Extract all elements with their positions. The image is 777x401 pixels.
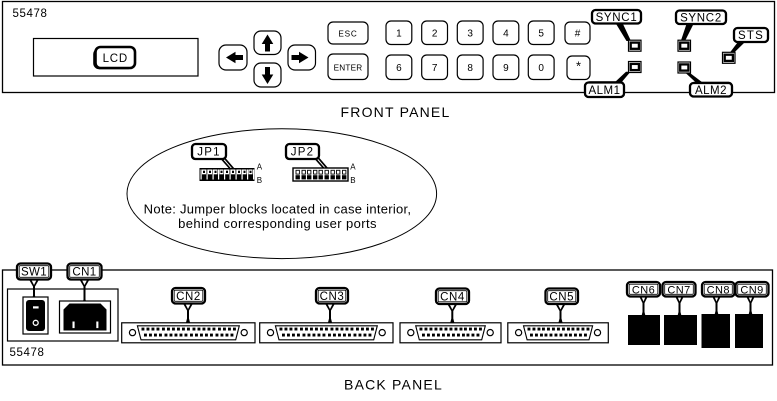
svg-text:CN9: CN9 [740, 284, 763, 296]
svg-text:5: 5 [538, 28, 544, 39]
svg-text:ENTER: ENTER [334, 63, 363, 72]
svg-text:55478: 55478 [10, 347, 45, 359]
svg-text:JP1: JP1 [197, 147, 220, 159]
svg-text:0: 0 [538, 63, 544, 74]
svg-text:FRONT PANEL: FRONT PANEL [341, 104, 451, 120]
svg-text:CN8: CN8 [707, 284, 730, 296]
svg-text:CN7: CN7 [667, 284, 690, 296]
svg-text:A: A [257, 163, 263, 172]
svg-text:SYNC1: SYNC1 [596, 12, 638, 24]
svg-text:CN5: CN5 [549, 291, 574, 303]
svg-text:B: B [350, 176, 356, 185]
svg-text:CN3: CN3 [320, 291, 345, 303]
svg-text:SYNC2: SYNC2 [680, 12, 722, 24]
svg-text:*: * [576, 59, 581, 74]
svg-text:Note: Jumper blocks located in: Note: Jumper blocks located in case inte… [144, 201, 412, 216]
svg-text:ESC: ESC [338, 30, 357, 39]
svg-text:#: # [575, 29, 581, 40]
svg-text:55478: 55478 [13, 8, 48, 20]
svg-text:ALM2: ALM2 [695, 85, 727, 97]
svg-text:B: B [257, 176, 263, 185]
svg-text:ALM1: ALM1 [588, 85, 620, 97]
svg-text:JP2: JP2 [291, 147, 314, 159]
svg-text:behind corresponding user port: behind corresponding user ports [178, 216, 377, 231]
svg-text:7: 7 [432, 63, 438, 74]
svg-text:3: 3 [467, 28, 473, 39]
svg-text:SW1: SW1 [21, 267, 47, 279]
svg-text:A: A [350, 163, 356, 172]
svg-text:9: 9 [503, 63, 509, 74]
svg-text:1: 1 [396, 28, 402, 39]
svg-text:CN4: CN4 [440, 291, 465, 303]
svg-text:8: 8 [467, 63, 473, 74]
svg-text:BACK PANEL: BACK PANEL [344, 376, 443, 392]
svg-text:4: 4 [503, 28, 509, 39]
svg-text:CN6: CN6 [632, 284, 655, 296]
svg-text:STS: STS [738, 30, 764, 42]
svg-text:2: 2 [432, 28, 438, 39]
svg-text:CN1: CN1 [72, 267, 96, 279]
svg-text:6: 6 [396, 63, 402, 74]
svg-text:CN2: CN2 [176, 291, 201, 303]
svg-text:LCD: LCD [103, 53, 128, 65]
